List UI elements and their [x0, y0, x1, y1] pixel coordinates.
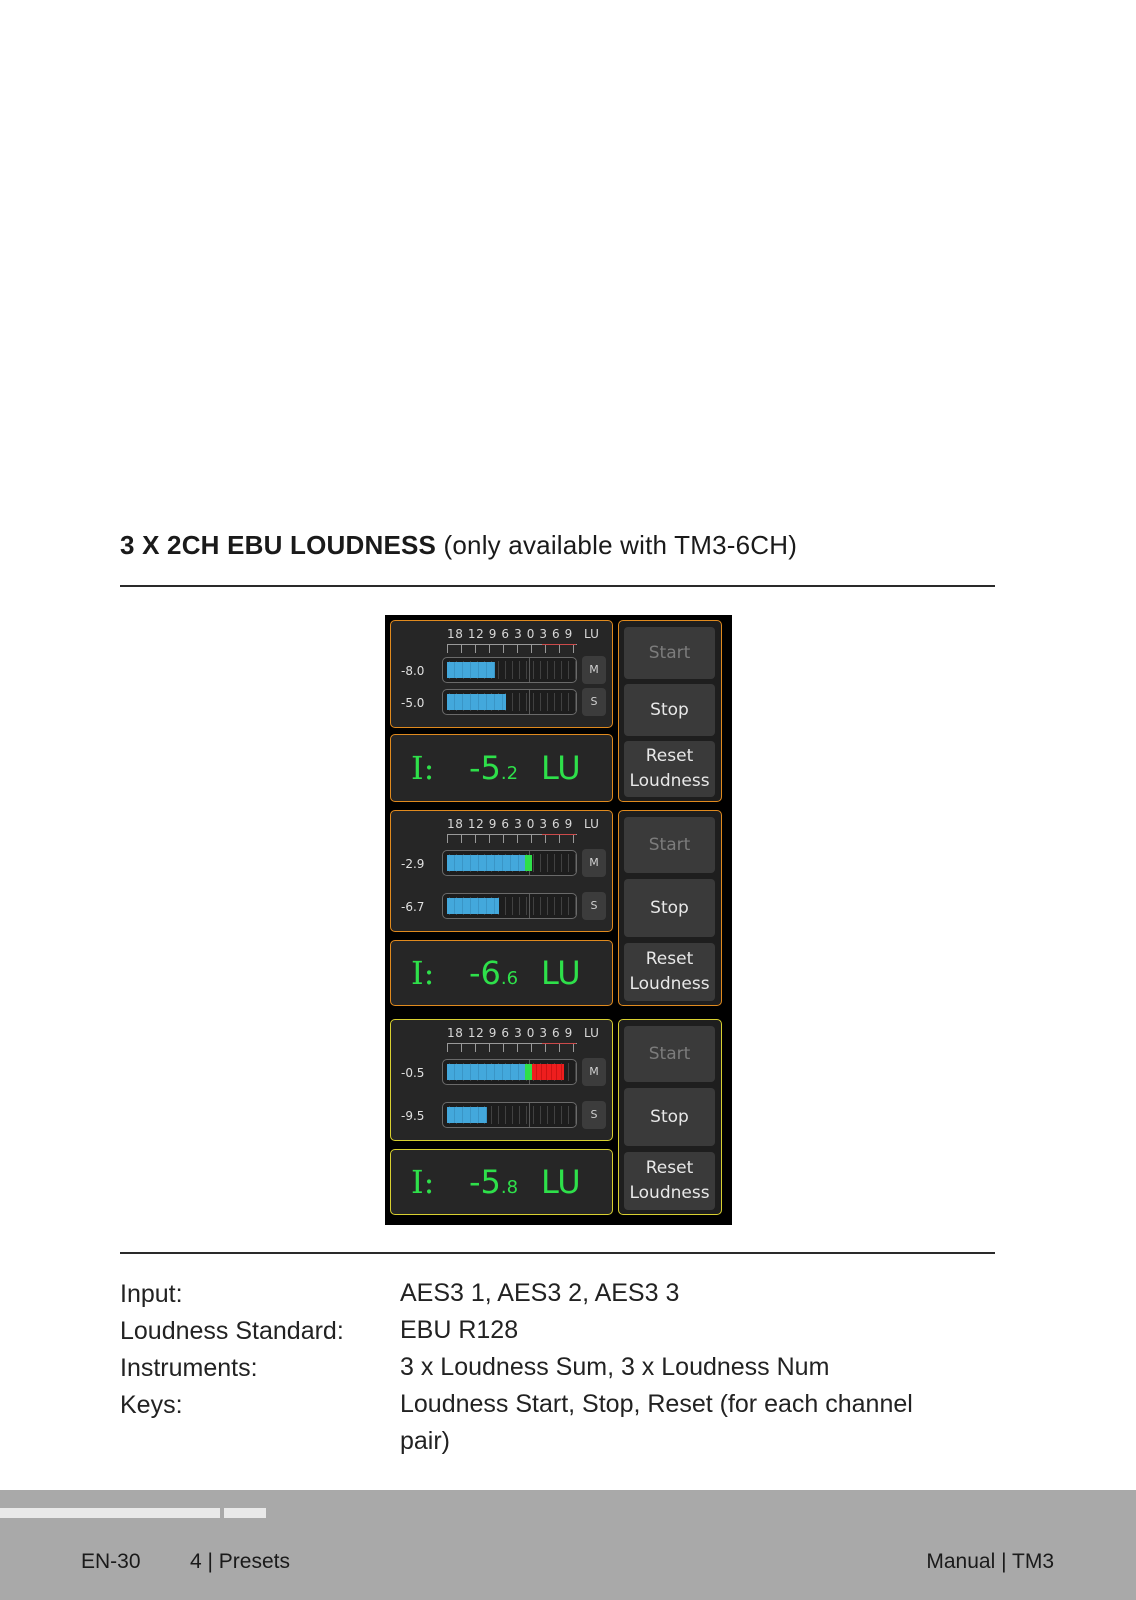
- scale-unit: LU: [584, 1026, 599, 1040]
- page-number: EN-30: [81, 1550, 141, 1573]
- reset-loudness-button[interactable]: Reset Loudness: [624, 943, 715, 1001]
- instruments-value: 3 x Loudness Sum, 3 x Loudness Num: [400, 1353, 830, 1381]
- start-button[interactable]: Start: [624, 817, 715, 873]
- s-meter-fill: [447, 1107, 487, 1123]
- m-value: -8.0: [401, 664, 425, 678]
- m-meter-fill: [447, 662, 495, 678]
- integrated-readout: I: -5.8 LU: [390, 1149, 613, 1215]
- start-button[interactable]: Start: [624, 1026, 715, 1082]
- s-value: -6.7: [401, 900, 425, 914]
- integrated-label: I:: [411, 954, 435, 992]
- heading-note: (only available with TM3-6CH): [443, 530, 798, 560]
- meter-scale: 18 12 9 6 3 0 3 6 9: [447, 627, 573, 641]
- heading-title: 3 X 2CH EBU LOUDNESS: [120, 530, 437, 560]
- scale-ticks: [447, 644, 577, 653]
- key-group: Start Stop Reset Loudness: [618, 1019, 722, 1215]
- section-title: 4 | Presets: [190, 1550, 290, 1573]
- reset-loudness-button[interactable]: Reset Loudness: [624, 1152, 715, 1210]
- meter-box: 18 12 9 6 3 0 3 6 9 LU -2.9 M -6.7 S: [390, 810, 613, 932]
- m-button[interactable]: M: [582, 849, 606, 877]
- instruments-label: Instruments:: [120, 1354, 258, 1382]
- s-button[interactable]: S: [582, 892, 606, 920]
- integrated-label: I:: [411, 749, 435, 787]
- s-value: -9.5: [401, 1109, 425, 1123]
- input-value: AES3 1, AES3 2, AES3 3: [400, 1279, 680, 1307]
- input-label: Input:: [120, 1280, 183, 1308]
- s-button[interactable]: S: [582, 1101, 606, 1129]
- m-meter-peak: [525, 1064, 532, 1080]
- integrated-readout: I: -6.6 LU: [390, 940, 613, 1006]
- manual-title: Manual | TM3: [926, 1550, 1054, 1573]
- integrated-unit: LU: [541, 954, 581, 992]
- s-meter-bar: [442, 1102, 577, 1128]
- scale-ticks: [447, 1043, 577, 1052]
- start-button[interactable]: Start: [624, 627, 715, 679]
- loudness-panel-screenshot: 18 12 9 6 3 0 3 6 9 LU -8.0 M -5.0 S I: …: [385, 615, 732, 1225]
- m-value: -2.9: [401, 857, 425, 871]
- meter-scale: 18 12 9 6 3 0 3 6 9: [447, 817, 573, 831]
- m-meter-fill: [447, 855, 525, 871]
- m-meter-bar: [442, 657, 577, 683]
- s-meter-bar: [442, 689, 577, 715]
- section-heading: 3 X 2CH EBU LOUDNESS (only available wit…: [120, 530, 797, 561]
- meter-box: 18 12 9 6 3 0 3 6 9 LU -0.5 M -9.5 S: [390, 1019, 613, 1141]
- standard-label: Loudness Standard:: [120, 1317, 344, 1345]
- s-value: -5.0: [401, 696, 425, 710]
- stop-button[interactable]: Stop: [624, 684, 715, 736]
- footer-strip: [0, 1508, 220, 1518]
- top-rule: [120, 585, 995, 587]
- m-meter-bar: [442, 850, 577, 876]
- meter-scale: 18 12 9 6 3 0 3 6 9: [447, 1026, 573, 1040]
- integrated-unit: LU: [541, 749, 581, 787]
- m-button[interactable]: M: [582, 656, 606, 684]
- m-button[interactable]: M: [582, 1058, 606, 1086]
- footer-strip: [224, 1508, 266, 1518]
- m-value: -0.5: [401, 1066, 425, 1080]
- m-meter-peak: [525, 855, 532, 871]
- s-meter-fill: [447, 898, 499, 914]
- stop-button[interactable]: Stop: [624, 879, 715, 937]
- integrated-unit: LU: [541, 1163, 581, 1201]
- key-group: Start Stop Reset Loudness: [618, 620, 722, 802]
- reset-loudness-button[interactable]: Reset Loudness: [624, 741, 715, 797]
- integrated-value: -5.8: [469, 1163, 519, 1201]
- m-meter-over: [532, 1064, 564, 1080]
- m-meter-bar: [442, 1059, 577, 1085]
- standard-value: EBU R128: [400, 1316, 519, 1344]
- keys-value: Loudness Start, Stop, Reset (for each ch…: [400, 1390, 913, 1455]
- s-button[interactable]: S: [582, 688, 606, 716]
- m-meter-fill: [447, 1064, 525, 1080]
- s-meter-bar: [442, 893, 577, 919]
- integrated-value: -6.6: [469, 954, 519, 992]
- integrated-value: -5.2: [469, 749, 519, 787]
- integrated-readout: I: -5.2 LU: [390, 734, 613, 802]
- integrated-label: I:: [411, 1163, 435, 1201]
- bottom-rule: [120, 1252, 995, 1254]
- meter-box: 18 12 9 6 3 0 3 6 9 LU -8.0 M -5.0 S: [390, 620, 613, 728]
- scale-unit: LU: [584, 817, 599, 831]
- keys-label: Keys:: [120, 1391, 183, 1419]
- page-footer: EN-30 4 | Presets Manual | TM3: [0, 1490, 1136, 1600]
- scale-unit: LU: [584, 627, 599, 641]
- stop-button[interactable]: Stop: [624, 1088, 715, 1146]
- s-meter-fill: [447, 694, 506, 710]
- key-group: Start Stop Reset Loudness: [618, 810, 722, 1006]
- scale-ticks: [447, 834, 577, 843]
